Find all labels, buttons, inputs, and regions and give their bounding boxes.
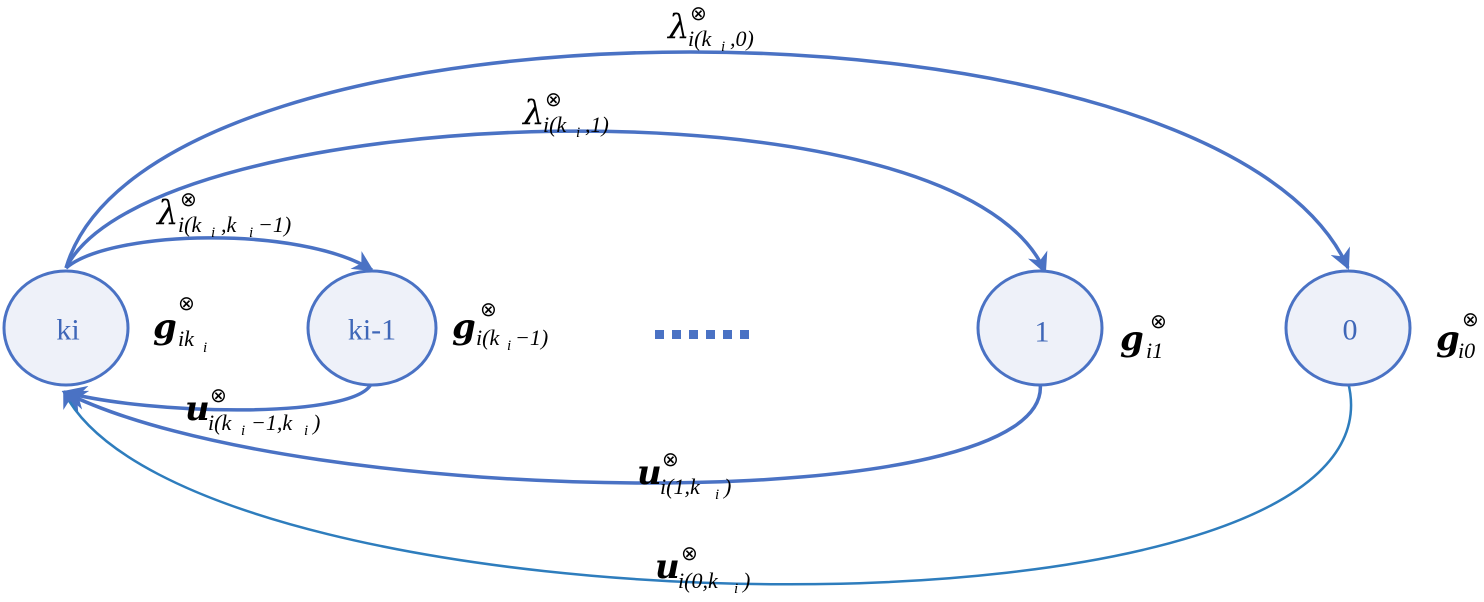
u-km1-sub: i(k bbox=[208, 410, 232, 435]
label-lambda-0: λ ⊗ i(k i ,0) bbox=[666, 1, 754, 55]
u-0-sup: ⊗ bbox=[681, 541, 698, 565]
lambda-0-base: λ bbox=[666, 7, 690, 47]
u-km1-subsub: i bbox=[241, 423, 245, 439]
lambda-1-subrest: ,1) bbox=[585, 112, 609, 137]
arc-ki-to-ki-1 bbox=[64, 236, 374, 272]
u-0-subrest: ) bbox=[741, 568, 750, 593]
u-0-base: u bbox=[655, 547, 680, 587]
lambda-km1-subrest2: −1) bbox=[258, 212, 291, 237]
lambda-0-subsub: i bbox=[721, 39, 725, 55]
lambda-km1-sub: i(k bbox=[178, 212, 202, 237]
lambda-0-subrest: ,0) bbox=[730, 26, 754, 51]
lambda-km1-subsub: i bbox=[211, 225, 215, 241]
gain-ki-1-subrest: −1) bbox=[515, 325, 548, 350]
gain-1: g ⊗ i1 bbox=[1120, 309, 1167, 363]
gain-1-base: g bbox=[1120, 319, 1144, 359]
arc-ki-1-to-ki bbox=[61, 381, 374, 412]
u-0-subsub: i bbox=[734, 581, 738, 597]
state-ki-label: ki bbox=[56, 314, 79, 347]
u-1-sup: ⊗ bbox=[662, 447, 679, 471]
label-lambda-1: λ ⊗ i(k i ,1) bbox=[521, 87, 609, 141]
state-ki: ki bbox=[2, 269, 130, 387]
lambda-1-sup: ⊗ bbox=[545, 87, 562, 111]
state-0: 0 bbox=[1284, 269, 1412, 387]
gain-ki-sup: ⊗ bbox=[178, 291, 195, 315]
gain-ki-subsub: i bbox=[203, 340, 207, 356]
arc-0-to-ki bbox=[62, 381, 1353, 586]
lambda-0-sub: i(k bbox=[688, 26, 712, 51]
label-u-km1: u ⊗ i(k i −1,k i ) bbox=[185, 383, 320, 439]
lambda-1-base: λ bbox=[521, 93, 545, 133]
state-0-label: 0 bbox=[1343, 314, 1358, 347]
label-lambda-km1: λ ⊗ i(k i ,k i −1) bbox=[155, 187, 291, 241]
u-km1-base: u bbox=[185, 389, 210, 429]
gain-ki-1: g ⊗ i(k i −1) bbox=[452, 297, 548, 354]
gain-0-sup: ⊗ bbox=[1462, 307, 1479, 331]
arc-1-to-ki bbox=[61, 381, 1042, 485]
lambda-km1-base: λ bbox=[155, 193, 179, 233]
label-u-0: u ⊗ i(0,k i ) bbox=[655, 541, 750, 597]
gain-0-base: g bbox=[1436, 319, 1460, 359]
u-1-sub: i(1,k bbox=[660, 474, 701, 499]
state-1-label: 1 bbox=[1035, 316, 1050, 349]
u-km1-subrest: −1,k bbox=[251, 410, 293, 435]
lambda-1-sub: i(k bbox=[543, 112, 567, 137]
gain-ki-1-sub: i(k bbox=[476, 325, 500, 350]
gain-0: g ⊗ i0 bbox=[1436, 307, 1479, 363]
u-1-base: u bbox=[637, 453, 662, 493]
u-0-sub: i(0,k bbox=[678, 568, 719, 593]
gain-ki-1-sup: ⊗ bbox=[480, 297, 497, 321]
state-ki-1: ki-1 bbox=[306, 269, 438, 387]
ellipsis-dots bbox=[655, 330, 749, 339]
gain-ki-sub: ik bbox=[178, 326, 195, 351]
u-km1-subsub2: i bbox=[304, 423, 308, 439]
gain-ki: g ⊗ ik i bbox=[153, 291, 207, 356]
state-ki-1-label: ki-1 bbox=[348, 314, 396, 347]
lambda-km1-subrest: ,k bbox=[221, 212, 238, 237]
u-km1-sup: ⊗ bbox=[210, 383, 227, 407]
arc-ki-to-1 bbox=[64, 129, 1048, 274]
label-u-1: u ⊗ i(1,k i ) bbox=[637, 447, 731, 503]
gain-1-sub: i1 bbox=[1146, 338, 1163, 363]
u-1-subrest: ) bbox=[722, 474, 731, 499]
lambda-km1-subsub2: i bbox=[249, 225, 253, 241]
gain-ki-1-base: g bbox=[452, 307, 476, 347]
lambda-0-sup: ⊗ bbox=[690, 1, 707, 25]
lambda-1-subsub: i bbox=[576, 125, 580, 141]
gain-0-sub: i0 bbox=[1458, 338, 1475, 363]
gain-ki-1-subsub: i bbox=[507, 338, 511, 354]
u-1-subsub: i bbox=[715, 487, 719, 503]
u-km1-subrest2: ) bbox=[311, 410, 320, 435]
gain-ki-base: g bbox=[153, 307, 177, 347]
gain-1-sup: ⊗ bbox=[1150, 309, 1167, 333]
arc-ki-to-0 bbox=[64, 50, 1350, 270]
state-1: 1 bbox=[976, 269, 1104, 387]
lambda-km1-sup: ⊗ bbox=[180, 187, 197, 211]
